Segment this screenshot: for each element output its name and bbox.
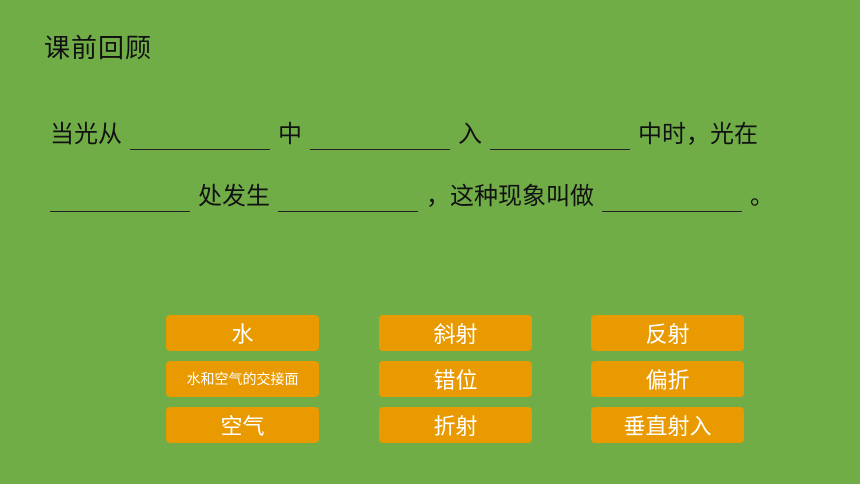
answer-blank-5[interactable] bbox=[278, 181, 418, 212]
sentence-text: 中 bbox=[278, 120, 302, 148]
sentence-text: 当光从 bbox=[50, 120, 122, 148]
fill-sentence-line-1: 当光从 中 入 中时，光在 bbox=[50, 118, 758, 150]
answer-blank-1[interactable] bbox=[130, 119, 270, 150]
fill-sentence-line-2: 处发生 ，这种现象叫做 。 bbox=[50, 180, 774, 212]
sentence-text: 处发生 bbox=[198, 182, 270, 210]
option-button-displacement[interactable]: 错位 bbox=[379, 361, 532, 397]
option-button-reflection[interactable]: 反射 bbox=[591, 315, 744, 351]
sentence-text: 入 bbox=[458, 120, 482, 148]
answer-blank-2[interactable] bbox=[310, 119, 450, 150]
answer-blank-3[interactable] bbox=[490, 119, 630, 150]
sentence-text: 中时，光在 bbox=[638, 120, 758, 148]
option-button-air[interactable]: 空气 bbox=[166, 407, 319, 443]
option-button-water[interactable]: 水 bbox=[166, 315, 319, 351]
sentence-text: 。 bbox=[750, 182, 774, 210]
page-title: 课前回顾 bbox=[44, 34, 153, 64]
answer-blank-6[interactable] bbox=[602, 181, 742, 212]
option-button-refraction[interactable]: 折射 bbox=[379, 407, 532, 443]
option-button-interface[interactable]: 水和空气的交接面 bbox=[166, 361, 319, 397]
option-button-deflection[interactable]: 偏折 bbox=[591, 361, 744, 397]
sentence-text: ，这种现象叫做 bbox=[426, 182, 594, 210]
option-button-oblique[interactable]: 斜射 bbox=[379, 315, 532, 351]
answer-blank-4[interactable] bbox=[50, 181, 190, 212]
option-button-perpendicular[interactable]: 垂直射入 bbox=[591, 407, 744, 443]
